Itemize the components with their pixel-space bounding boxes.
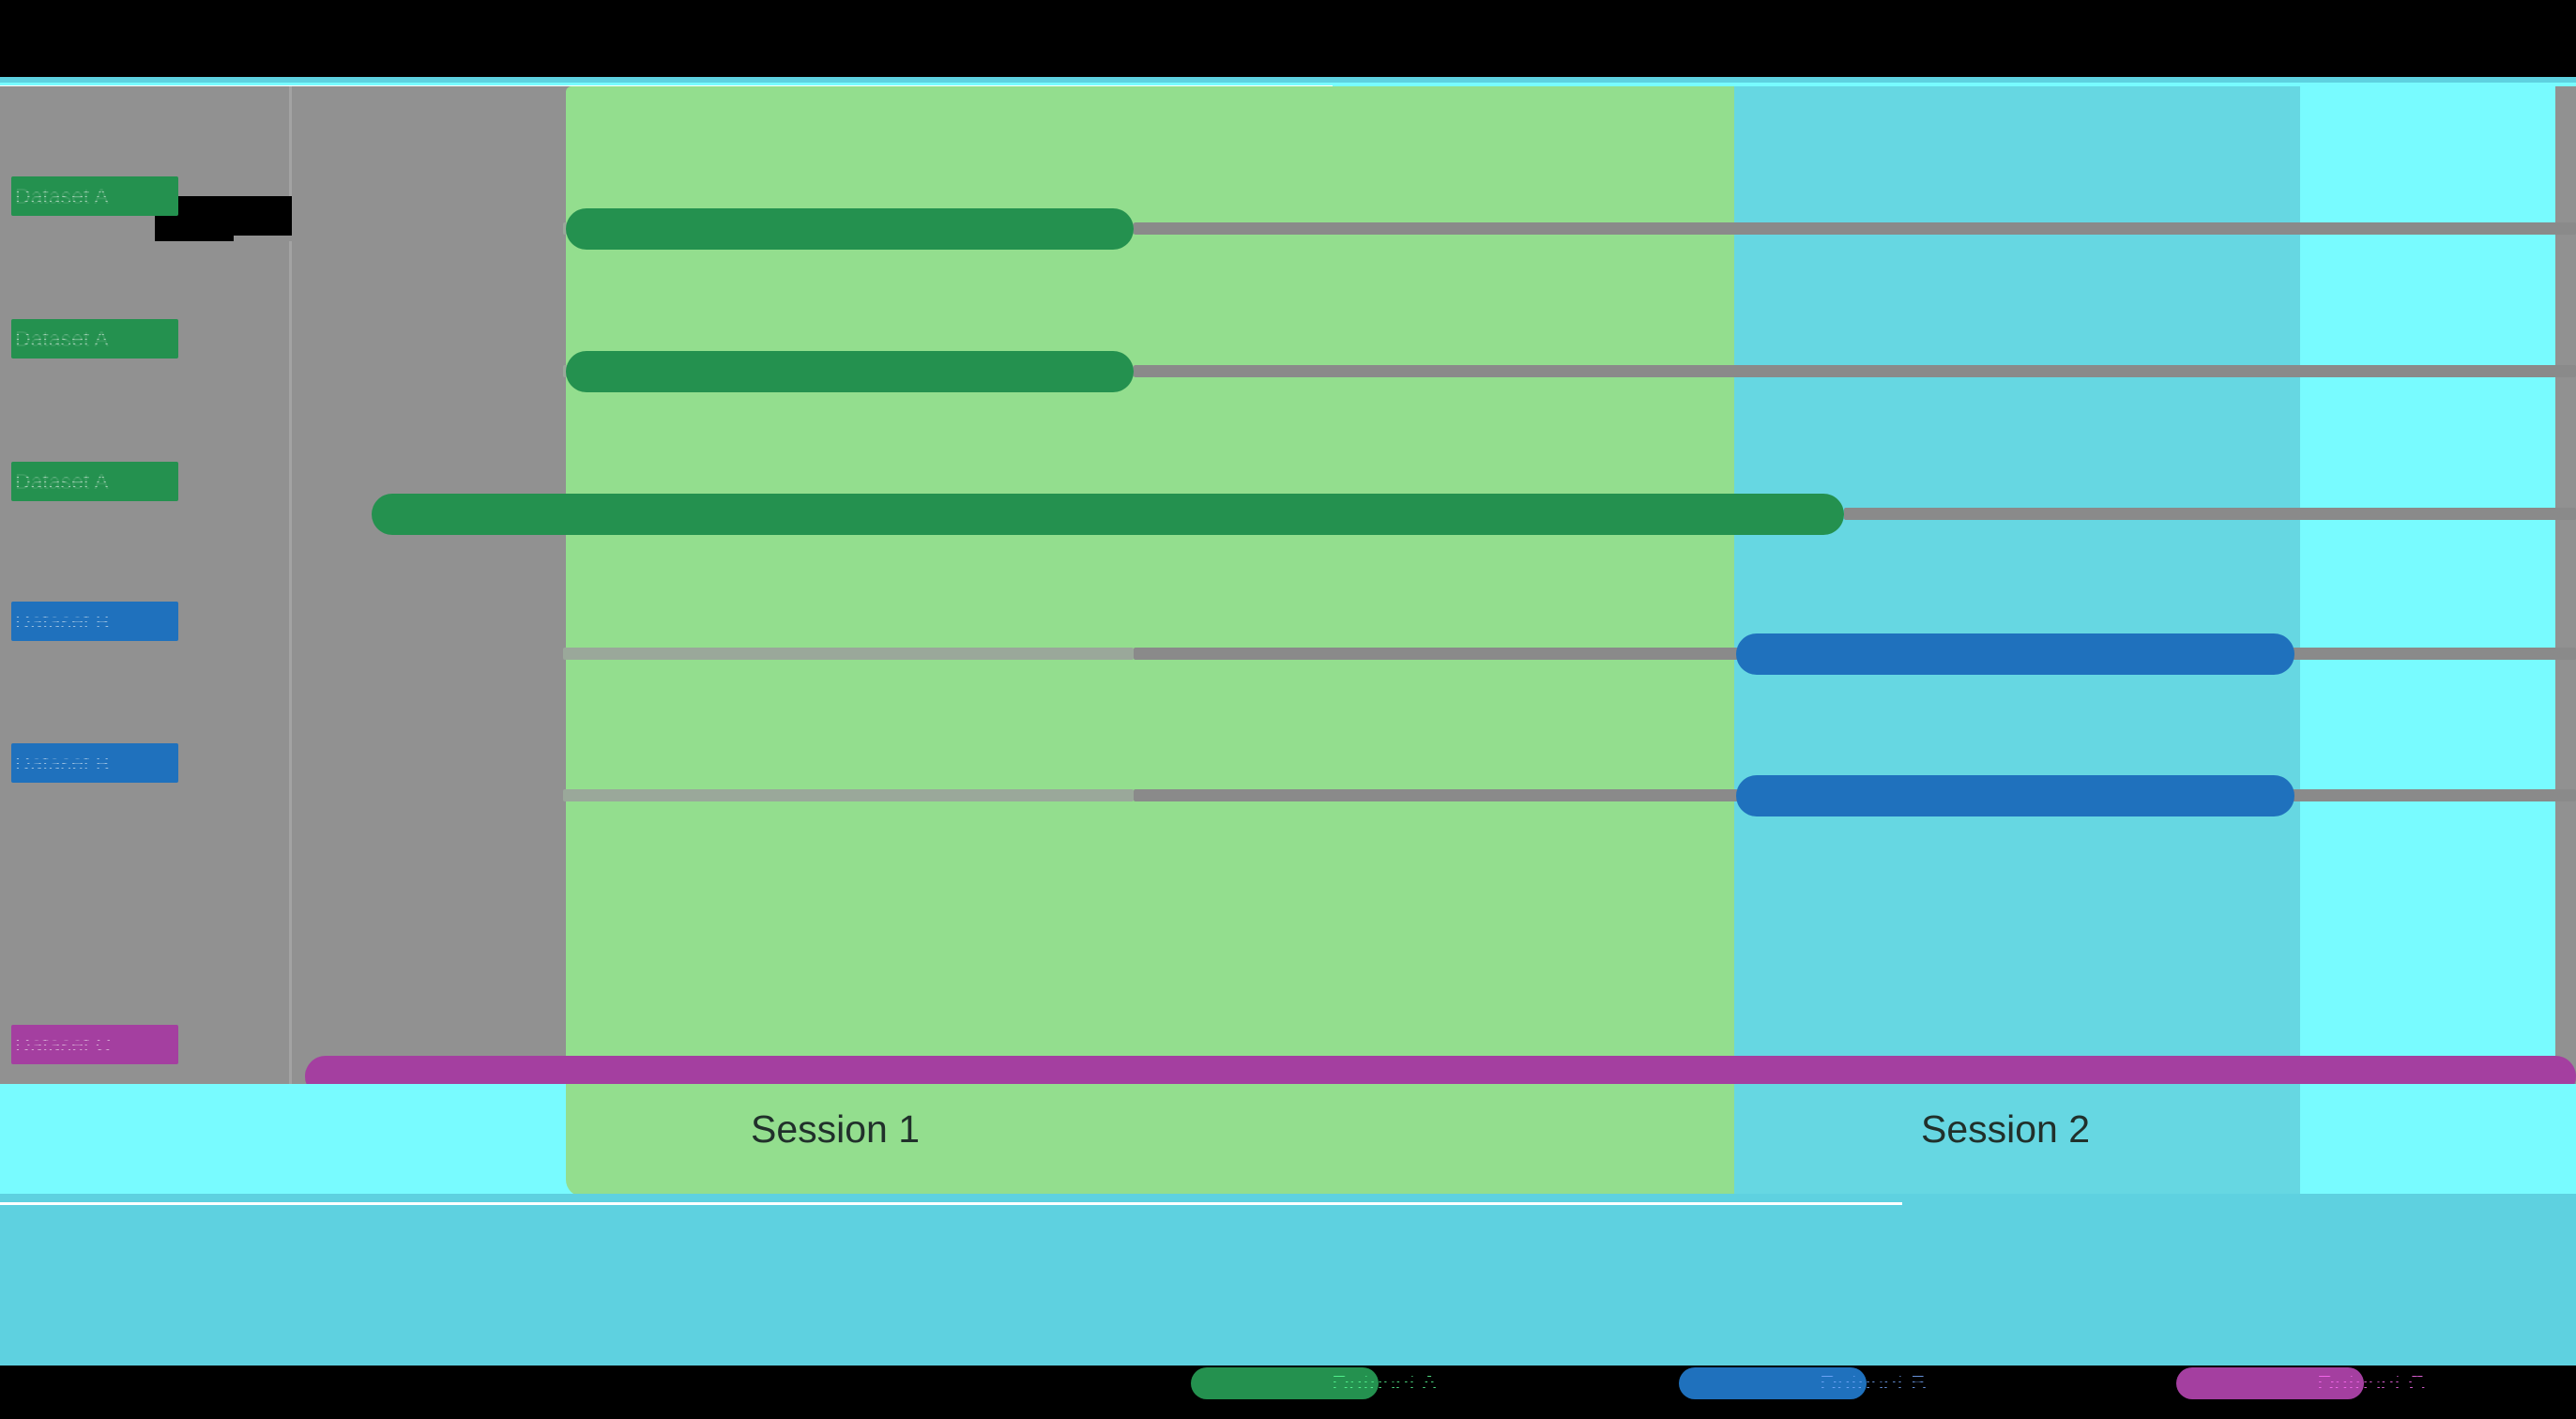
legend-item-0[interactable]: Dataset A (1191, 1367, 1491, 1399)
session-caption-1: Session 1 (751, 1107, 921, 1151)
frame-top-bright-strip (0, 83, 2576, 86)
category-label-text: Dataset C (11, 1025, 111, 1064)
bar-row-1[interactable] (566, 351, 1134, 392)
frame-bottom-fill (0, 1205, 2576, 1366)
legend-swatch-icon (1191, 1367, 1379, 1399)
bar-row-2[interactable] (372, 494, 1844, 535)
row-track (1844, 508, 2576, 520)
category-label-text: Dataset A (11, 319, 109, 359)
row-track (563, 789, 1134, 801)
column-divider (289, 86, 292, 1084)
category-label-4[interactable]: Dataset B (11, 743, 178, 783)
plot-panel: Dataset A Dataset A Dataset A Dataset B … (0, 86, 2576, 1198)
legend-item-2[interactable]: Dataset C (2176, 1367, 2477, 1399)
bar-row-4[interactable] (1736, 775, 2294, 816)
bar-row-3[interactable] (1736, 633, 2294, 675)
category-label-3[interactable]: Dataset B (11, 602, 178, 641)
session-band-1 (566, 86, 1734, 1198)
session-band-2-extension (1734, 1084, 2300, 1197)
title-notch-bottom (234, 236, 292, 241)
frame-lower-hairline (0, 1202, 1902, 1205)
session-band-3-extension (2300, 1084, 2555, 1197)
bar-row-0[interactable] (566, 208, 1134, 250)
session-caption-2: Session 2 (1921, 1107, 2091, 1151)
frame-top-accent-strip (0, 77, 2576, 86)
legend: Dataset A Dataset B Dataset C (0, 1366, 2576, 1419)
legend-label: Dataset A (1332, 1367, 1482, 1399)
legend-swatch-icon (2176, 1367, 2364, 1399)
session-band-3 (2300, 86, 2555, 1198)
category-label-2[interactable]: Dataset A (11, 462, 178, 501)
row-track (1134, 222, 2576, 235)
row-track (1134, 365, 2576, 377)
category-label-text: Dataset A (11, 176, 109, 216)
category-label-5[interactable]: Dataset C (11, 1025, 178, 1064)
category-label-text: Dataset B (11, 743, 110, 783)
legend-swatch-icon (1679, 1367, 1867, 1399)
legend-label: Dataset B (1820, 1367, 1970, 1399)
row-track (563, 648, 1134, 660)
category-label-text: Dataset A (11, 462, 109, 501)
legend-label: Dataset C (2317, 1367, 2467, 1399)
category-label-0[interactable]: Dataset A (11, 176, 178, 216)
session-band-1-extension (566, 1084, 1734, 1197)
legend-item-1[interactable]: Dataset B (1679, 1367, 1979, 1399)
category-label-1[interactable]: Dataset A (11, 319, 178, 359)
category-label-text: Dataset B (11, 602, 110, 641)
